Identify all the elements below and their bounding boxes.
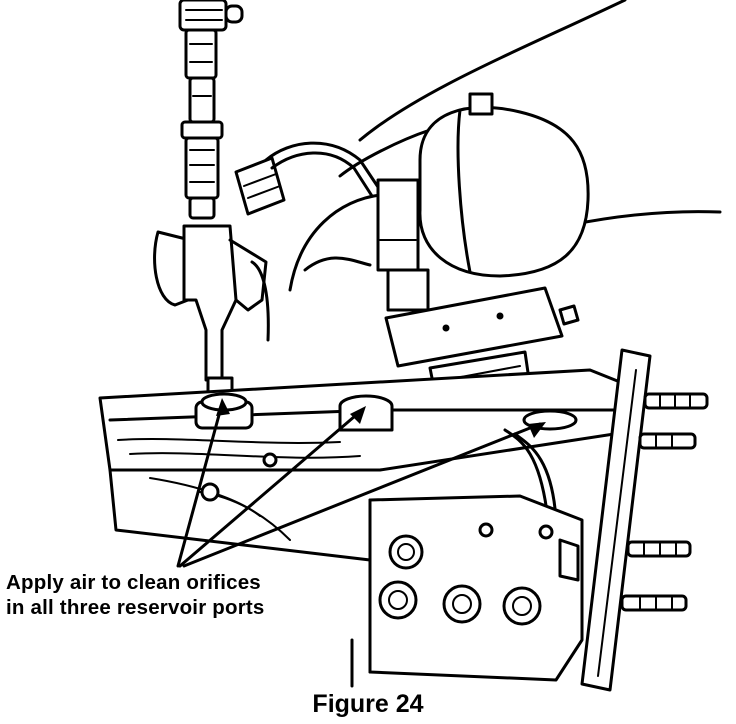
arm-and-hand [288, 0, 722, 292]
reservoir-tank [376, 92, 590, 312]
callout-line-1: Apply air to clean orifices [6, 571, 261, 594]
stud [638, 432, 697, 450]
leader-arrows [176, 398, 546, 688]
stud [626, 540, 692, 558]
callout-text: Apply air to clean orifices in all three… [6, 570, 265, 620]
front-port-plate [368, 494, 584, 682]
callout-line-2: in all three reservoir ports [6, 596, 265, 619]
air-hose-coupler [178, 0, 244, 220]
stud [643, 392, 709, 410]
valve-body [98, 368, 642, 562]
blow-gun-and-hand [153, 141, 382, 400]
figure-caption: Figure 24 [312, 690, 424, 718]
stud [620, 594, 688, 612]
mounting-flange [580, 348, 709, 692]
